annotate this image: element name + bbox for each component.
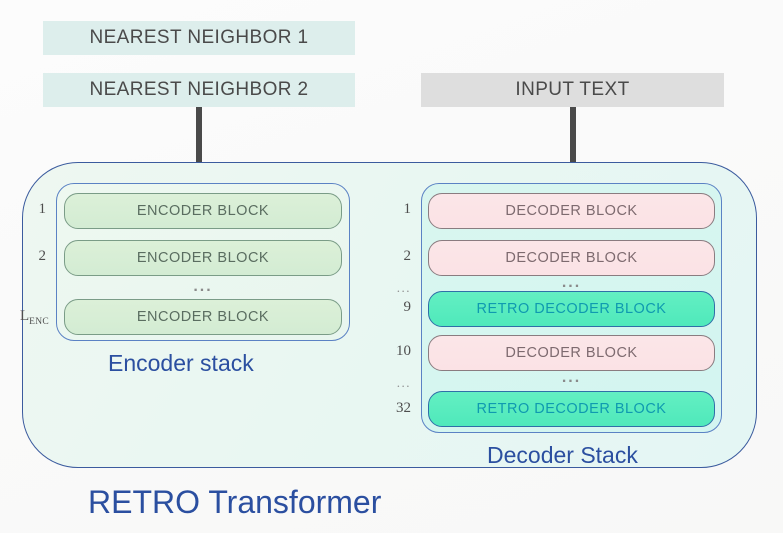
encoder-depth-subscript: ENC	[29, 317, 50, 327]
retro-decoder-block-9[interactable]: RETRO DECODER BLOCK	[428, 291, 715, 327]
retro-transformer-title: RETRO Transformer	[88, 484, 382, 520]
decoder-row-number-ellipsis-1: ...	[396, 280, 411, 295]
encoder-depth-letter: L	[20, 308, 30, 324]
decoder-row-number-32: 32	[396, 400, 411, 416]
encoder-depth-label: LENC	[20, 308, 49, 327]
encoder-block-1[interactable]: ENCODER BLOCK	[64, 193, 342, 229]
encoder-row-number-2: 2	[38, 248, 47, 264]
retro-decoder-block-32-label: RETRO DECODER BLOCK	[476, 401, 667, 417]
encoder-stack-ellipsis: ...	[193, 278, 213, 295]
retro-decoder-block-9-label: RETRO DECODER BLOCK	[476, 301, 667, 317]
nearest-neighbor-1-chip: NEAREST NEIGHBOR 1	[43, 21, 355, 55]
encoder-block-last-label: ENCODER BLOCK	[136, 309, 270, 325]
encoder-block-2-label: ENCODER BLOCK	[136, 250, 270, 266]
nearest-neighbor-2-chip: NEAREST NEIGHBOR 2	[43, 73, 355, 107]
decoder-row-number-9: 9	[403, 299, 412, 315]
decoder-stack-ellipsis-2: ...	[561, 369, 582, 386]
decoder-block-10[interactable]: DECODER BLOCK	[428, 335, 715, 371]
decoder-row-number-1: 1	[403, 201, 412, 217]
decoder-row-number-2: 2	[403, 248, 412, 264]
encoder-stack-caption: Encoder stack	[108, 350, 254, 376]
nearest-neighbor-1-label: NEAREST NEIGHBOR 1	[89, 27, 309, 48]
encoder-block-last[interactable]: ENCODER BLOCK	[64, 299, 342, 335]
nearest-neighbor-2-label: NEAREST NEIGHBOR 2	[89, 79, 309, 100]
encoder-block-1-label: ENCODER BLOCK	[136, 203, 270, 219]
retro-decoder-block-32[interactable]: RETRO DECODER BLOCK	[428, 391, 715, 427]
decoder-block-1-label: DECODER BLOCK	[505, 203, 638, 219]
decoder-stack-ellipsis-1: ...	[561, 274, 582, 291]
decoder-block-10-label: DECODER BLOCK	[505, 345, 638, 361]
decoder-block-1[interactable]: DECODER BLOCK	[428, 193, 715, 229]
input-text-label: INPUT TEXT	[515, 79, 630, 100]
decoder-row-number-ellipsis-2: ...	[396, 375, 411, 390]
encoder-block-2[interactable]: ENCODER BLOCK	[64, 240, 342, 276]
decoder-block-2[interactable]: DECODER BLOCK	[428, 240, 715, 276]
decoder-row-number-10: 10	[396, 343, 411, 359]
encoder-row-number-1: 1	[38, 201, 47, 217]
decoder-block-2-label: DECODER BLOCK	[505, 250, 638, 266]
decoder-stack-caption: Decoder Stack	[487, 442, 638, 468]
input-text-chip: INPUT TEXT	[421, 73, 724, 107]
